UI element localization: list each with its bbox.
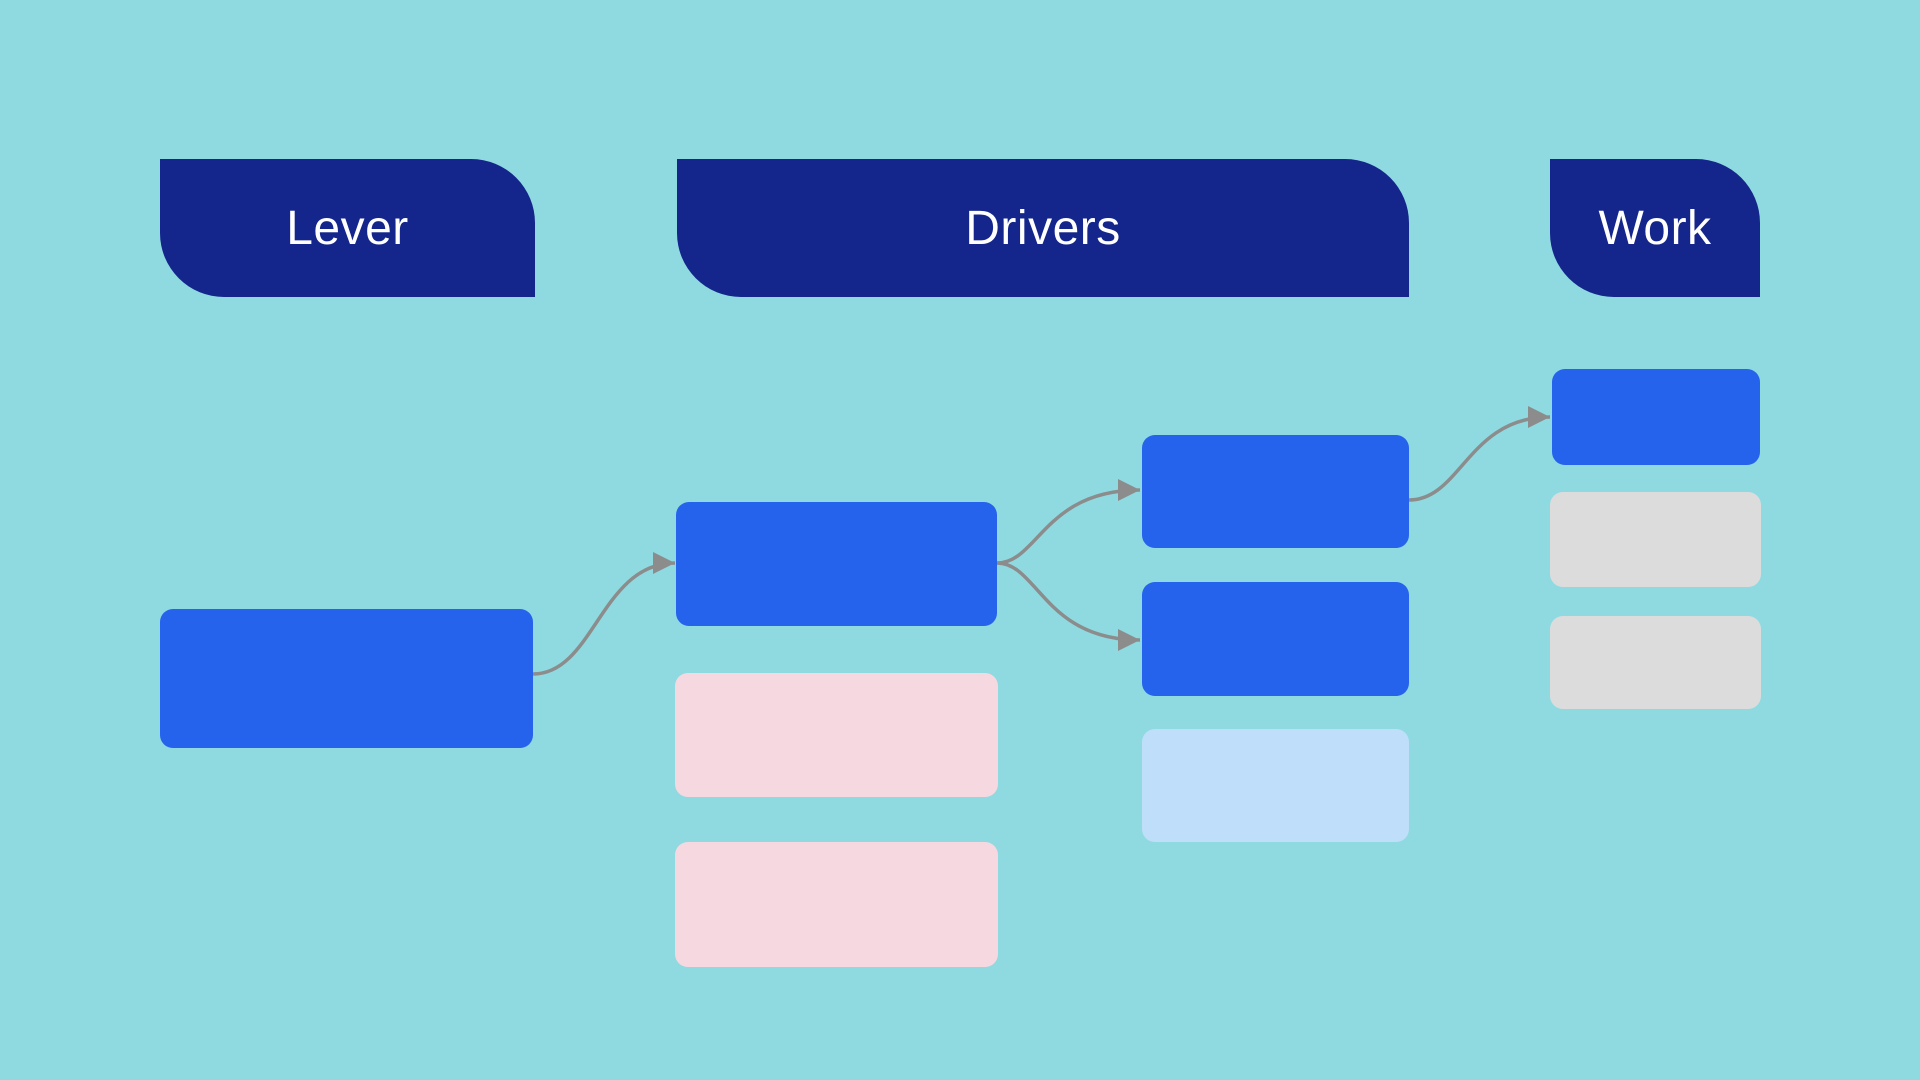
work-gray-2-node: [1550, 616, 1761, 709]
connector-driver-to-subdriver-2: [996, 561, 1141, 651]
column-header-drivers-label: Drivers: [965, 201, 1121, 255]
work-gray-1-node: [1550, 492, 1761, 587]
connector-driver-to-subdriver-1: [996, 479, 1141, 565]
column-header-work-label: Work: [1598, 201, 1712, 255]
lever-main-node: [160, 609, 533, 748]
subdriver-2-node: [1142, 582, 1409, 696]
column-header-drivers: Drivers: [677, 159, 1409, 297]
connector-lever-to-driver: [532, 552, 676, 676]
column-header-lever: Lever: [160, 159, 535, 297]
subdriver-lightblue-node: [1142, 729, 1409, 842]
driver-pink-1-node: [675, 673, 998, 797]
driver-main-node: [676, 502, 997, 626]
driver-pink-2-node: [675, 842, 998, 967]
connector-subdriver-to-work: [1408, 406, 1551, 502]
subdriver-1-node: [1142, 435, 1409, 548]
work-main-node: [1552, 369, 1760, 465]
column-header-lever-label: Lever: [286, 201, 409, 255]
column-header-work: Work: [1550, 159, 1760, 297]
